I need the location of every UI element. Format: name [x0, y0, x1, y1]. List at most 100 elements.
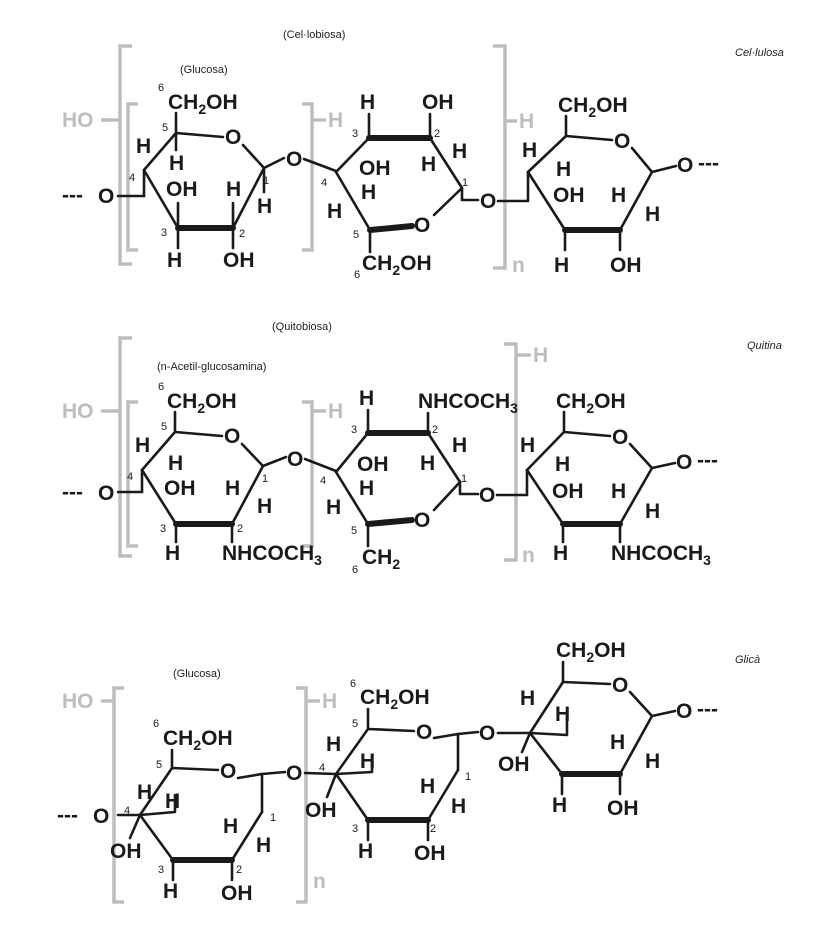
chitobiose-label: (Quitobiosa): [272, 321, 332, 333]
glycosidic-oxygen: O: [98, 482, 114, 505]
ring-bond-c4-c3: [334, 431, 370, 474]
c1-h: H: [257, 195, 272, 218]
c3-oh: OH: [359, 157, 391, 180]
c1-h: H: [645, 750, 660, 773]
ring-bond-o-c1: [241, 143, 266, 170]
c2-h: H: [223, 815, 238, 838]
c3-oh: OH: [552, 480, 584, 503]
c4-h-bond: [528, 714, 569, 737]
c3-h: H: [360, 91, 375, 114]
position-2: 2: [432, 424, 438, 436]
c4-h: H: [326, 733, 341, 756]
c4-oh: OH: [305, 799, 337, 822]
ch2oh-group: CH2OH: [558, 94, 628, 120]
ring-bonds-upper: [526, 134, 614, 174]
ring-bond-o-c1: [240, 442, 265, 468]
nag-ring-3: CH2OH O H H OH H H H NHCOCH3 O ---: [520, 390, 718, 568]
c1-h: H: [257, 495, 272, 518]
ring-bond-c4-c5: [334, 170, 372, 232]
c2-oh: OH: [610, 254, 642, 277]
c5-h: H: [555, 703, 570, 726]
c5-h: H: [168, 452, 183, 475]
c1-o-bond: [260, 770, 287, 776]
c5-h: H: [555, 453, 570, 476]
position-3: 3: [160, 523, 166, 535]
chitin-title: Quitina: [747, 340, 782, 352]
glycosidic-oxygen: O: [677, 154, 693, 177]
glycan-panel: Glicà (Glucosa) HO H n 6 CH2OH 5 O H H 4…: [57, 639, 760, 905]
ring-oxygen: O: [220, 760, 236, 783]
position-5: 5: [161, 421, 167, 433]
c2-nhcoch3: NHCOCH3: [611, 542, 711, 568]
repeat-bracket-outer-left: [118, 44, 132, 266]
glucose-ring-1: CH2OH 6 5 O H H 4 3 2 1 OH H H OH: [62, 82, 286, 272]
terminal-h: H: [519, 110, 534, 133]
glycosidic-oxygen: O: [287, 448, 303, 471]
ring-bond-o-c1: [236, 772, 264, 814]
glycosidic-oxygen: O: [479, 722, 495, 745]
c4-h-bond: [138, 793, 177, 817]
c2-h: H: [611, 184, 626, 207]
position-5: 5: [353, 229, 359, 241]
repeat-bracket-inner-right: [302, 400, 314, 548]
link-bond: [496, 170, 530, 203]
position-6: 6: [158, 381, 164, 393]
c4-h: H: [522, 139, 537, 162]
position-3: 3: [351, 424, 357, 436]
ring-bond-c2-c1: [426, 431, 462, 484]
position-2: 2: [430, 823, 436, 835]
c3-oh: OH: [553, 184, 585, 207]
repeat-bracket-inner-left: [126, 102, 138, 252]
ring-bond-c2-c1: [428, 136, 464, 190]
ch2oh-group: CH2OH: [168, 91, 238, 117]
position-5: 5: [162, 122, 168, 134]
position-1: 1: [465, 771, 471, 783]
c3-h: H: [167, 249, 182, 272]
ring-oxygen: O: [224, 425, 240, 448]
c2-h: H: [610, 731, 625, 754]
c2-oh: OH: [223, 249, 255, 272]
glucose-ring-2: H OH 3 2 OH H H 4 1 H H O 5 CH2OH 6: [321, 91, 480, 281]
position-6: 6: [352, 564, 358, 576]
ring-bond-c4-c3: [526, 170, 567, 232]
position-2: 2: [239, 228, 245, 240]
ring-bond-c2-c1: [426, 768, 460, 822]
c2-nhcoch3: NHCOCH3: [418, 390, 518, 416]
chain-continuation: ---: [697, 698, 718, 721]
c3-h: H: [359, 387, 374, 410]
chain-continuation: ---: [697, 449, 718, 472]
position-3: 3: [158, 864, 164, 876]
c4-oh-bond: [128, 813, 142, 840]
position-1: 1: [263, 175, 269, 187]
position-2: 2: [236, 864, 242, 876]
ring-bond-o-c1: [630, 146, 654, 174]
position-6: 6: [354, 269, 360, 281]
c2-oh: OH: [422, 91, 454, 114]
terminal-h: H: [533, 344, 548, 367]
glycosidic-oxygen: O: [676, 700, 692, 723]
position-2: 2: [237, 523, 243, 535]
c3-h: H: [553, 542, 568, 565]
position-6: 6: [350, 678, 356, 690]
ch2oh-group: CH2OH: [556, 639, 626, 665]
glycosidic-oxygen: O: [98, 185, 114, 208]
glycan-title: Glicà: [735, 654, 760, 666]
terminal-ho: HO: [62, 690, 94, 713]
repeat-bracket-left: [112, 686, 124, 904]
ch2-group: CH2: [362, 546, 400, 572]
c1-o-bond: [650, 164, 678, 174]
terminal-ho: HO: [62, 400, 94, 423]
c1-o-bond: [650, 709, 677, 718]
link-bond: [302, 157, 338, 173]
c4-oh: OH: [110, 840, 142, 863]
c1-o-bond: [460, 186, 480, 202]
chain-continuation: ---: [57, 804, 78, 827]
ring-bond-o-c1: [432, 480, 462, 512]
n-acetylglucosamine-label: (n-Acetil-glucosamina): [157, 361, 266, 373]
ch2oh-group: CH2OH: [167, 390, 237, 416]
repeat-bracket-inner-right: [302, 102, 314, 252]
glucose-ring-2: 6 CH2OH 5 O H H 4 1 H H OH 3 2 H OH: [305, 678, 480, 865]
ring-oxygen: O: [612, 674, 628, 697]
ring-bond-c2-c1: [618, 170, 654, 232]
